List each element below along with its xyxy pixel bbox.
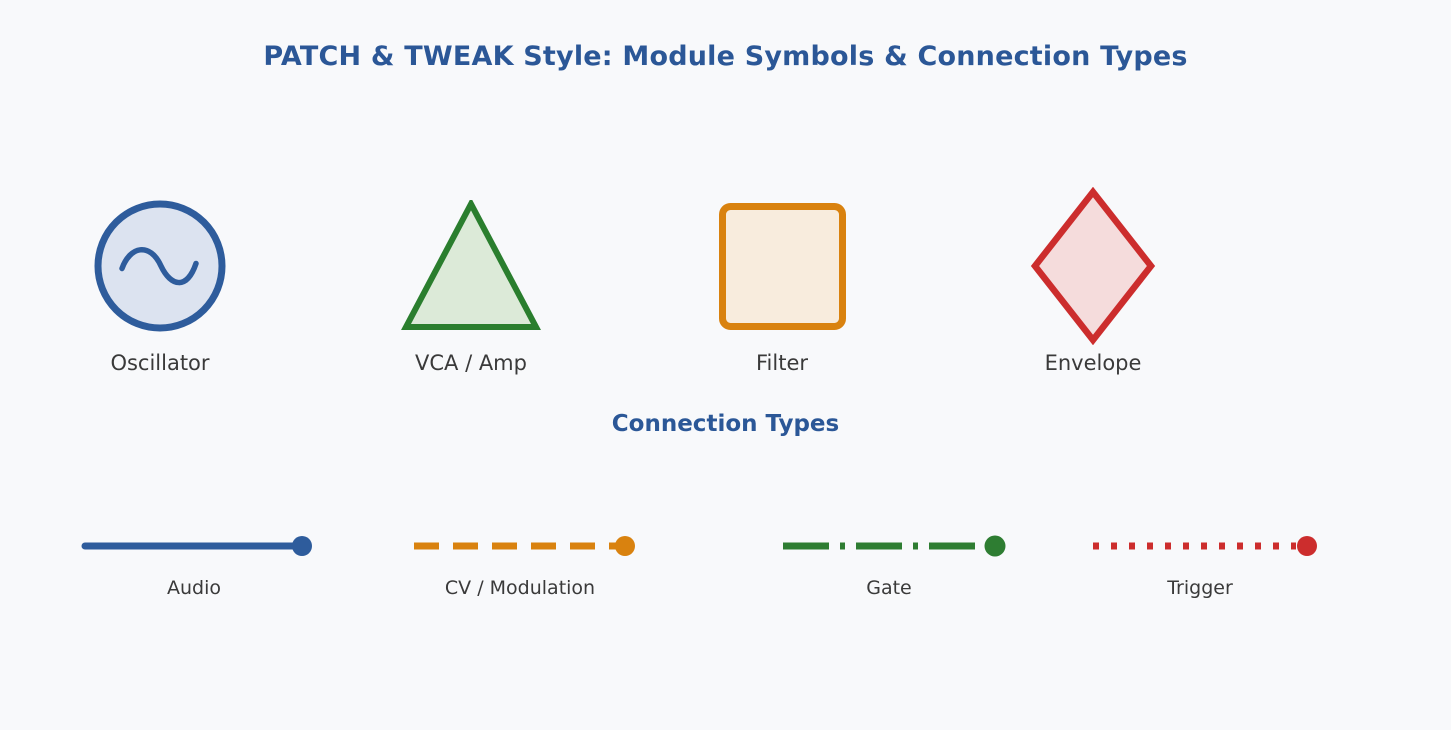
audio-endpoint-dot [292, 536, 312, 556]
cv-endpoint-dot [615, 536, 635, 556]
envelope-diamond-icon [1030, 187, 1156, 345]
connection-label-cv-modulation: CV / Modulation [444, 577, 596, 599]
connection-label-audio: Audio [166, 577, 221, 599]
module-oscillator: Oscillator [40, 190, 280, 375]
rounded-square-shape [718, 202, 846, 330]
connection-audio: Audio [64, 528, 324, 599]
module-label-oscillator: Oscillator [110, 351, 210, 375]
diamond-shape [1030, 187, 1156, 345]
connection-label-gate: Gate [866, 577, 912, 599]
connection-trigger: Trigger [1070, 528, 1330, 599]
connection-label-trigger: Trigger [1167, 577, 1233, 599]
filter-square-icon [718, 202, 846, 330]
filter-shape-area [718, 190, 846, 342]
module-vca-amp: VCA / Amp [351, 190, 591, 375]
module-label-vca-amp: VCA / Amp [415, 351, 527, 375]
gate-endpoint-dot [984, 535, 1006, 557]
audio-line-sample [81, 536, 312, 556]
trigger-endpoint-dot [1297, 536, 1317, 556]
triangle-shape [401, 200, 541, 330]
module-envelope: Envelope [973, 187, 1213, 375]
envelope-shape-area [1029, 187, 1157, 345]
cv-line-sample [414, 536, 635, 556]
page-title: PATCH & TWEAK Style: Module Symbols & Co… [263, 41, 1188, 72]
vca-shape-area [401, 190, 541, 342]
trigger-line-sample [1093, 536, 1317, 556]
module-label-filter: Filter [755, 351, 808, 375]
section-subtitle: Connection Types [611, 411, 840, 437]
module-label-envelope: Envelope [1044, 351, 1142, 375]
sine-wave-icon [119, 247, 199, 286]
connection-gate: Gate [759, 528, 1019, 599]
oscillator-shape-area [94, 190, 226, 342]
module-filter: Filter [662, 190, 902, 375]
oscillator-circle-sine-icon [94, 200, 226, 332]
vca-triangle-icon [401, 200, 541, 330]
gate-line-sample [783, 535, 1006, 557]
connection-cv-modulation: CV / Modulation [390, 528, 650, 599]
